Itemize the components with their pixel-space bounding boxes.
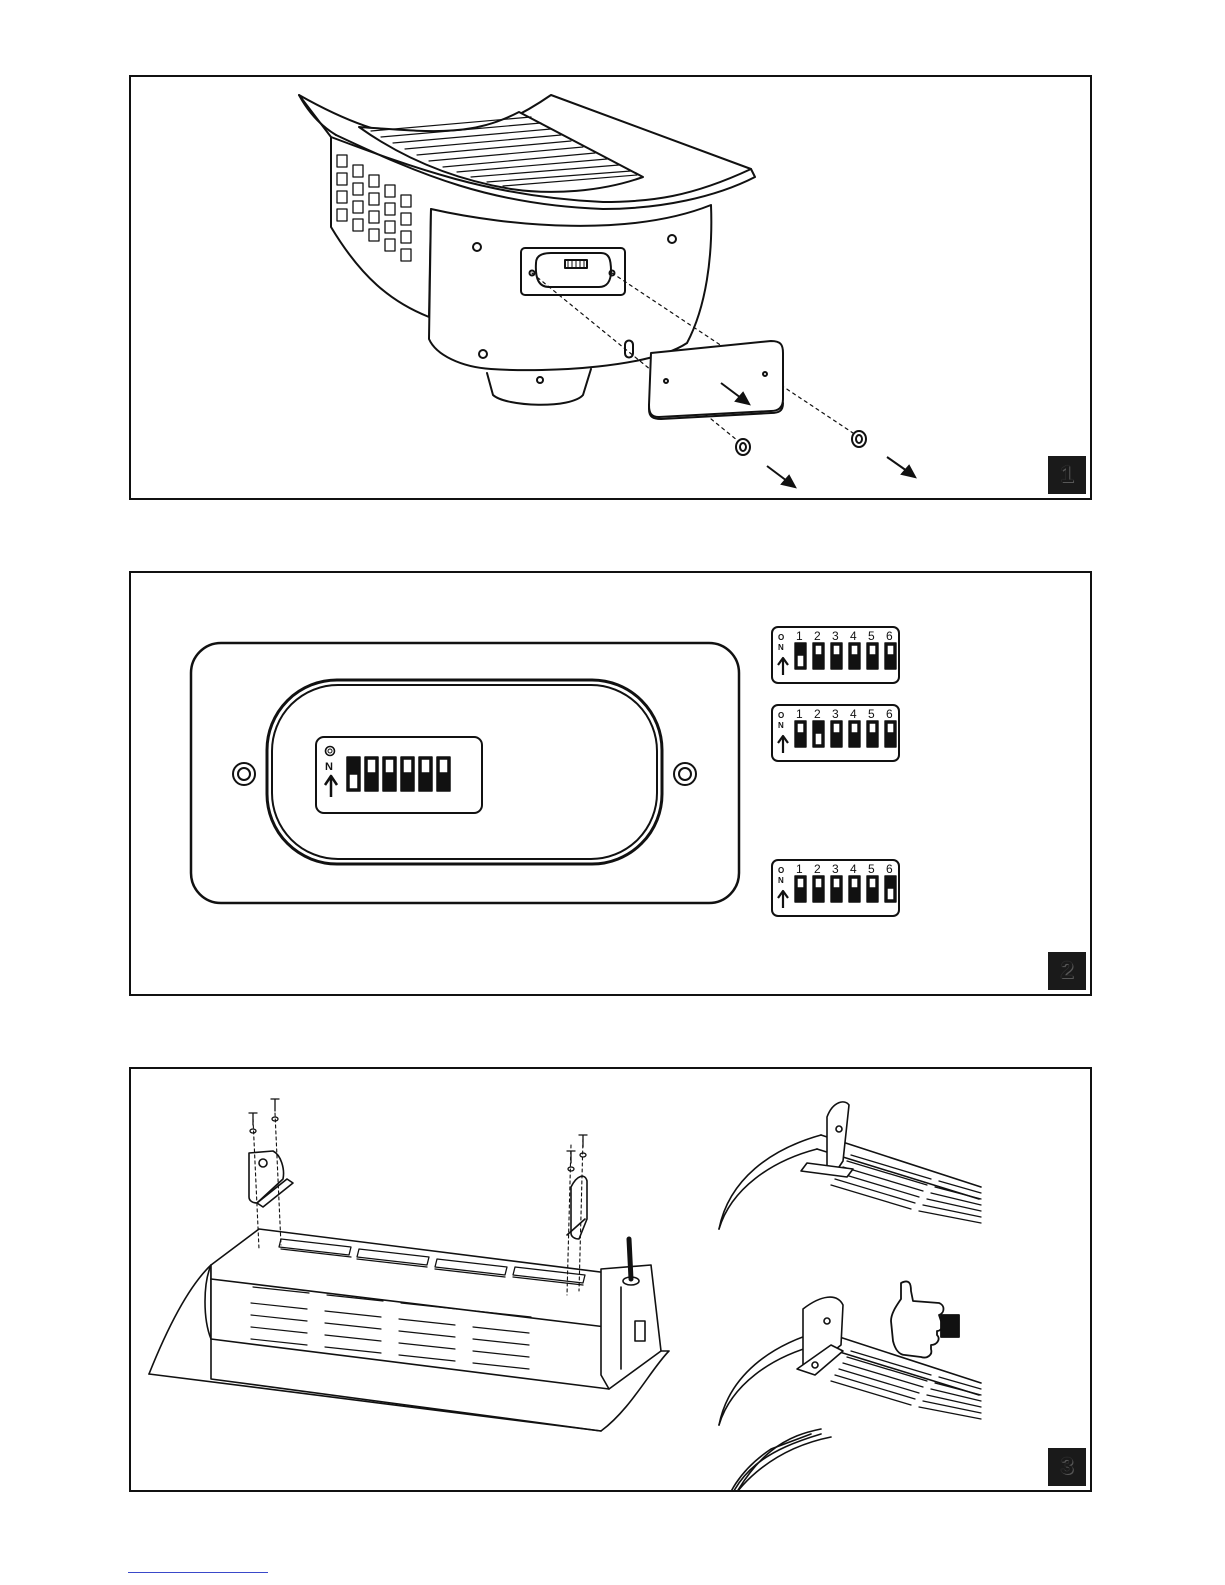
dip-c-pos-3: 3 <box>832 863 839 875</box>
figure-2-panel: N O N 1 2 3 4 5 6 O N 1 2 3 4 5 6 O N 1 … <box>129 571 1092 996</box>
dip-c-pos-5: 5 <box>868 863 875 875</box>
dip-b-on-label-n: N <box>778 722 784 730</box>
dip-c-on-label-n: N <box>778 877 784 885</box>
dip-c-pos-6: 6 <box>886 863 893 875</box>
figure-3-panel: 3 <box>129 1067 1092 1492</box>
dip-b-pos-1: 1 <box>796 708 803 720</box>
detail-bracket-incorrect <box>719 1102 981 1229</box>
dip-b-pos-4: 4 <box>850 708 857 720</box>
dip-b-pos-3: 3 <box>832 708 839 720</box>
footer-link-underline[interactable] <box>128 1572 268 1573</box>
dip-b-pos-5: 5 <box>868 708 875 720</box>
dip-c-pos-4: 4 <box>850 863 857 875</box>
dip-c-on-label-o: O <box>778 867 784 875</box>
dip-a-pos-5: 5 <box>868 630 875 642</box>
figure-number-badge: 1 <box>1048 456 1086 494</box>
dip-a-pos-4: 4 <box>850 630 857 642</box>
bracket-mounting-illustration <box>131 1069 1090 1490</box>
dip-a-pos-1: 1 <box>796 630 803 642</box>
dip-b-pos-2: 2 <box>814 708 821 720</box>
dip-a-pos-2: 2 <box>814 630 821 642</box>
dip-c-pos-1: 1 <box>796 863 803 875</box>
thumbs-up-icon <box>891 1281 959 1357</box>
dip-switch-settings-illustration <box>131 573 1090 994</box>
figure-number-badge: 2 <box>1048 952 1086 990</box>
figure-1-panel: 1 <box>129 75 1092 500</box>
dip-a-pos-6: 6 <box>886 630 893 642</box>
dip-c-pos-2: 2 <box>814 863 821 875</box>
figure-number-badge: 3 <box>1048 1448 1086 1486</box>
dip-b-pos-6: 6 <box>886 708 893 720</box>
main-dip-on-label: N <box>325 762 333 773</box>
dip-b-on-label-o: O <box>778 712 784 720</box>
dip-a-pos-3: 3 <box>832 630 839 642</box>
dip-a-on-label-n: N <box>778 644 784 652</box>
dip-a-on-label-o: O <box>778 634 784 642</box>
heater-cover-removal-illustration <box>131 77 1090 498</box>
